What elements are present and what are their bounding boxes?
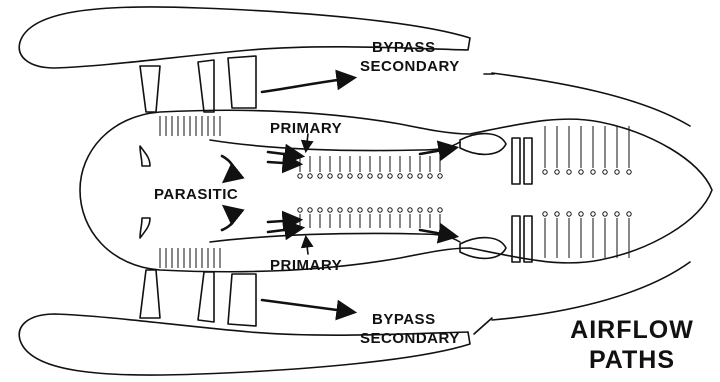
hpc-blade-top-tip-9 <box>378 174 382 178</box>
hpc-blade-top-tip-13 <box>418 174 422 178</box>
hpc-blade-bottom-tip-9 <box>378 208 382 212</box>
turbine-stages-top <box>543 126 631 174</box>
hpc-blade-top-tip-1 <box>298 174 302 178</box>
fan-blade-bottom-3 <box>228 274 256 326</box>
bypass-top-line1: BYPASS <box>360 40 460 55</box>
turbine-nozzle-top-2 <box>524 138 532 184</box>
hpc-blade-bottom-tip-4 <box>328 208 332 212</box>
bypass-secondary-bottom-label: BYPASS SECONDARY <box>360 312 460 346</box>
turbine-blade-top-tip-2 <box>555 170 559 174</box>
hpc-blade-bottom-tip-6 <box>348 208 352 212</box>
hpc-blade-bottom-tip-13 <box>418 208 422 212</box>
turbine-nozzle-bottom-2 <box>524 216 532 262</box>
bypass-bottom-line2: SECONDARY <box>360 331 460 346</box>
hpc-blade-top-tip-6 <box>348 174 352 178</box>
fan-blade-top-2 <box>198 60 214 112</box>
fan-blade-top-1 <box>140 66 160 112</box>
turbine-blade-bottom-tip-5 <box>591 212 595 216</box>
fan-blade-bottom-1 <box>140 270 160 318</box>
hpc-blade-top-tip-10 <box>388 174 392 178</box>
hpc-blade-top-tip-8 <box>368 174 372 178</box>
primary-arrow-bottom-1 <box>268 228 300 232</box>
parasitic-label: PARASITIC <box>154 187 238 202</box>
hpc-blade-bottom-tip-11 <box>398 208 402 212</box>
turbine-blade-top-tip-4 <box>579 170 583 174</box>
hpc-blade-bottom-tip-2 <box>308 208 312 212</box>
hpc-blade-top-tip-2 <box>308 174 312 178</box>
primary-arrow-top-2 <box>268 162 298 164</box>
turbine-blade-bottom-tip-4 <box>579 212 583 216</box>
title-line2: PATHS <box>552 346 712 376</box>
turbine-blade-top-tip-8 <box>627 170 631 174</box>
spinner-strut-bottom <box>140 218 150 238</box>
hpc-blade-top-tip-12 <box>408 174 412 178</box>
hpc-blade-bottom-tip-14 <box>428 208 432 212</box>
parasitic-arrow-top <box>222 156 233 180</box>
primary-arrow-bottom-2 <box>268 220 298 222</box>
turbine-blade-top-tip-7 <box>615 170 619 174</box>
hpc-blade-top-tip-11 <box>398 174 402 178</box>
combustor-top <box>460 134 506 155</box>
turbine-blade-top-tip-5 <box>591 170 595 174</box>
spinner-strut-top <box>140 146 150 166</box>
turbine-blade-bottom-tip-8 <box>627 212 631 216</box>
hpc-blade-top-tip-7 <box>358 174 362 178</box>
fan-blade-bottom-2 <box>198 272 214 322</box>
bypass-arrow-bottom <box>262 300 352 312</box>
turbine-blade-top-tip-6 <box>603 170 607 174</box>
hpc-blade-bottom-tip-7 <box>358 208 362 212</box>
primary-top-label: PRIMARY <box>270 121 342 136</box>
turbine-blade-top-tip-1 <box>543 170 547 174</box>
bypass-outer-line-bottom <box>492 262 690 320</box>
hpc-blade-top-tip-3 <box>318 174 322 178</box>
bypass-secondary-top-label: BYPASS SECONDARY <box>360 40 460 74</box>
hpc-blade-top-tip-4 <box>328 174 332 178</box>
turbine-blade-bottom-tip-7 <box>615 212 619 216</box>
core-passage-top <box>210 140 460 151</box>
turbine-blade-top-tip-3 <box>567 170 571 174</box>
turbine-blade-bottom-tip-6 <box>603 212 607 216</box>
title-line1: AIRFLOW <box>552 316 712 346</box>
bypass-bottom-line1: BYPASS <box>360 312 460 327</box>
turbine-blade-bottom-tip-3 <box>567 212 571 216</box>
bypass-arrow-top <box>262 78 352 92</box>
bypass-leader-bottom <box>474 318 492 334</box>
hpc-blade-top-tip-5 <box>338 174 342 178</box>
hpc-blade-bottom-tip-1 <box>298 208 302 212</box>
fan-blade-top-3 <box>228 56 256 108</box>
diagram-title: AIRFLOW PATHS <box>552 316 712 375</box>
hpc-blade-top-tip-14 <box>428 174 432 178</box>
hpc-blade-bottom-tip-12 <box>408 208 412 212</box>
parasitic-arrow-bottom <box>222 208 233 230</box>
bypass-outer-line-top <box>492 73 690 126</box>
turbine-nozzle-top-1 <box>512 138 520 184</box>
turbine-nozzle-bottom-1 <box>512 216 520 262</box>
turbine-stages-bottom <box>543 212 631 258</box>
hpc-blade-bottom-tip-8 <box>368 208 372 212</box>
core-passage-bottom <box>210 233 460 242</box>
hpc-blade-top-tip-15 <box>438 174 442 178</box>
turbine-blade-bottom-tip-2 <box>555 212 559 216</box>
hpc-blade-bottom-tip-3 <box>318 208 322 212</box>
hpc-blade-bottom-tip-10 <box>388 208 392 212</box>
primary-pointer-bottom <box>306 238 308 254</box>
hpc-blade-bottom-tip-5 <box>338 208 342 212</box>
primary-arrow-top-1 <box>268 152 300 156</box>
bypass-top-line2: SECONDARY <box>360 59 460 74</box>
turbine-blade-bottom-tip-1 <box>543 212 547 216</box>
primary-bottom-label: PRIMARY <box>270 258 342 273</box>
hpc-blade-bottom-tip-15 <box>438 208 442 212</box>
